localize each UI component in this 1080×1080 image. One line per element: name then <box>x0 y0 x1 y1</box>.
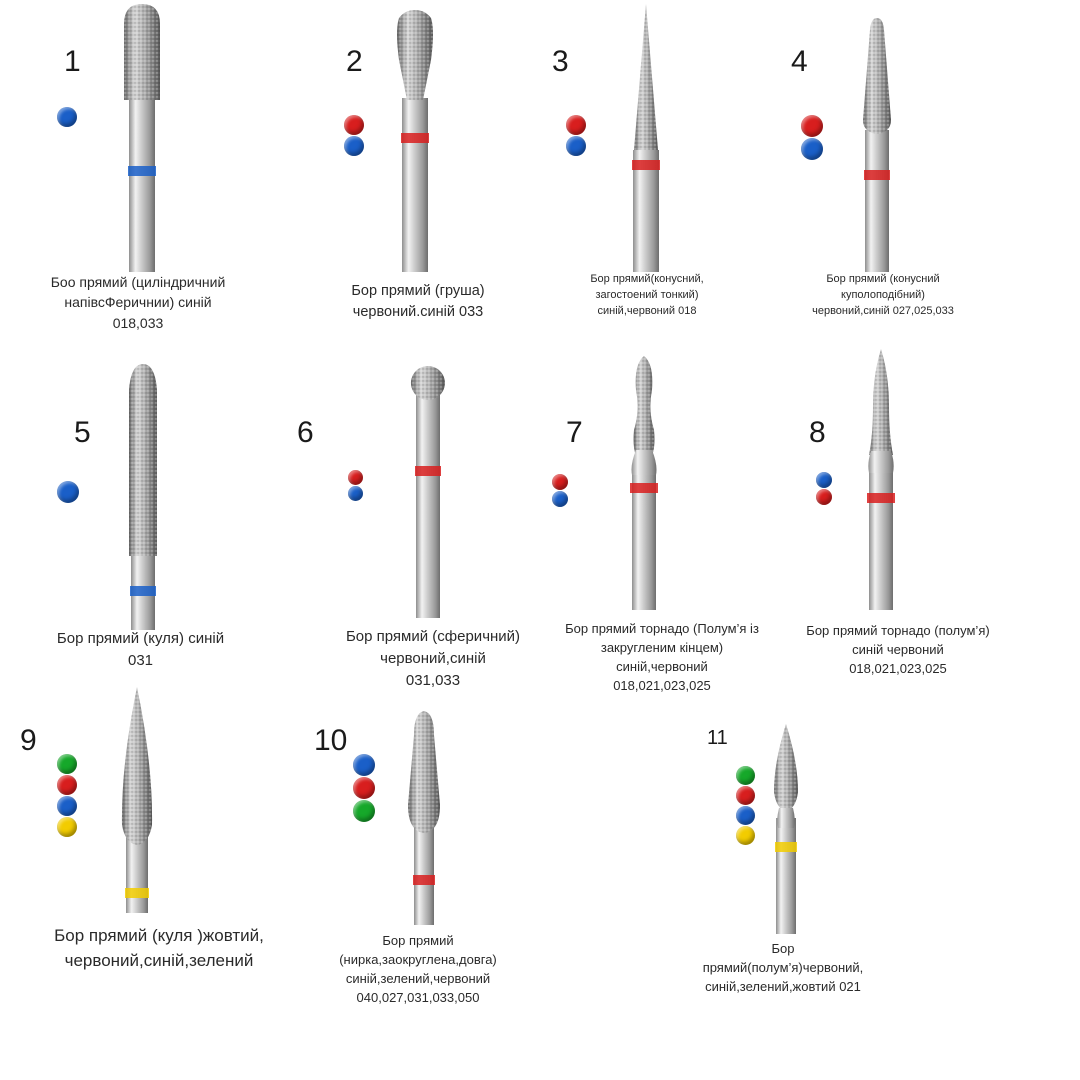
bur-shank <box>632 470 656 610</box>
blue-dot <box>348 486 363 501</box>
bur-image <box>410 366 445 618</box>
red-dot <box>566 115 586 135</box>
item-number: 4 <box>791 45 808 78</box>
bur-shank <box>416 394 440 618</box>
item-caption: Бор прямий (конусний куполоподібний) чер… <box>812 273 954 317</box>
color-dots <box>348 470 363 501</box>
item-number: 5 <box>74 416 91 449</box>
bur-shank <box>402 98 428 272</box>
red-dot <box>552 474 568 490</box>
bur-shank <box>126 835 148 913</box>
blue-dot <box>552 491 568 507</box>
color-band <box>401 133 429 143</box>
item-caption: Бор прямий (сферичний) червоний,синій 03… <box>345 628 521 689</box>
item-caption: Бор прямий(конусний, загостоений тонкий)… <box>590 273 704 317</box>
red-dot <box>801 115 823 137</box>
color-dots <box>552 474 568 507</box>
color-dots <box>736 766 755 845</box>
red-dot <box>816 489 832 505</box>
red-dot <box>348 470 363 485</box>
blue-dot <box>57 796 77 816</box>
color-dots <box>816 472 832 505</box>
color-band <box>867 493 895 503</box>
blue-dot <box>566 136 586 156</box>
bur-image <box>774 724 798 934</box>
item-number: 11 <box>707 727 728 749</box>
item-caption: Боо прямий (циліндричний напівсФеричнии)… <box>50 274 226 331</box>
bur-image <box>121 687 153 913</box>
bur-image <box>632 4 660 272</box>
yellow-dot <box>57 817 77 837</box>
bur-shank <box>633 150 659 272</box>
red-dot <box>736 786 755 805</box>
green-dot <box>57 754 77 774</box>
color-band <box>125 888 149 898</box>
color-band <box>630 483 658 493</box>
color-dots <box>801 115 823 160</box>
color-band <box>864 170 890 180</box>
item-number: 2 <box>346 45 363 78</box>
bur-shank <box>776 818 796 934</box>
bur-shank <box>129 100 155 272</box>
color-dots <box>57 107 77 127</box>
blue-dot <box>344 136 364 156</box>
bur-shank <box>865 130 889 272</box>
color-band <box>413 875 435 885</box>
blue-dot <box>353 754 375 776</box>
red-dot <box>57 775 77 795</box>
item-caption: Бор прямий торнадо (полум’я) синій черво… <box>806 623 990 676</box>
item-number: 8 <box>809 416 826 449</box>
item-number: 9 <box>20 724 37 757</box>
bur-image <box>863 18 891 272</box>
blue-dot <box>801 138 823 160</box>
bur-image <box>630 356 658 610</box>
item-caption: Бор прямий (груша) червоний.синій 033 <box>351 283 485 321</box>
color-dots <box>57 481 79 503</box>
color-band <box>775 842 797 852</box>
item-number: 1 <box>64 45 81 78</box>
color-dots <box>344 115 364 156</box>
color-band <box>632 160 660 170</box>
blue-dot <box>57 107 77 127</box>
bur-image <box>397 10 433 272</box>
item-caption: Бор прямий (нирка,заокруглена,довга) син… <box>339 933 497 1005</box>
blue-dot <box>736 806 755 825</box>
item-caption: Бор прямий торнадо (Полум’я із закруглен… <box>565 621 759 693</box>
green-dot <box>736 766 755 785</box>
item-caption: Бор прямий(полум’я)червоний, синій,зелен… <box>702 941 864 994</box>
item-number: 7 <box>566 416 583 449</box>
bur-image <box>129 364 157 630</box>
color-band <box>415 466 441 476</box>
color-band <box>130 586 156 596</box>
bur-shank <box>869 463 893 610</box>
bur-image <box>408 711 440 925</box>
yellow-dot <box>736 826 755 845</box>
green-dot <box>353 800 375 822</box>
item-number: 3 <box>552 45 569 78</box>
red-dot <box>344 115 364 135</box>
item-number: 6 <box>297 416 314 449</box>
blue-dot <box>57 481 79 503</box>
item-caption: Бор прямий (куля )жовтий, червоний,синій… <box>54 926 264 970</box>
bur-image <box>867 349 895 610</box>
blue-dot <box>816 472 832 488</box>
item-number: 10 <box>314 724 348 757</box>
red-dot <box>353 777 375 799</box>
item-caption: Бор прямий (куля) синій 031 <box>56 630 225 669</box>
color-dots <box>566 115 586 156</box>
color-band <box>128 166 156 176</box>
color-dots <box>353 754 375 822</box>
bur-image <box>124 4 160 272</box>
color-dots <box>57 754 77 837</box>
